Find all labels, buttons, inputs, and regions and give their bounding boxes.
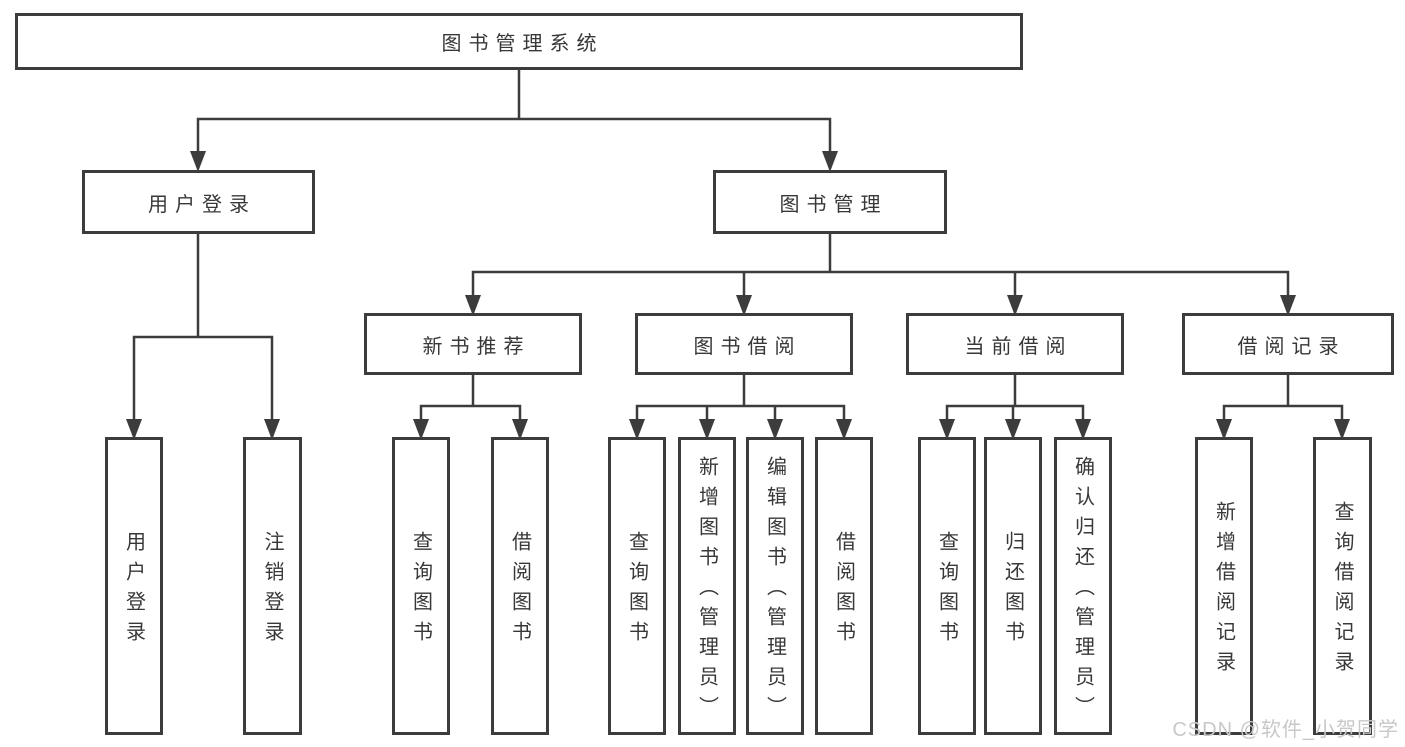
arrow-icon xyxy=(1075,419,1091,440)
leaf-borrowing-edit-books-admin: 编辑图书（管理员） xyxy=(746,437,804,735)
arrow-icon xyxy=(512,419,528,440)
node-borrowing-records: 借阅记录 xyxy=(1182,313,1394,375)
node-label: 查询图书 xyxy=(935,531,958,651)
leaf-records-query-record: 查询借阅记录 xyxy=(1313,437,1372,735)
arrow-icon xyxy=(413,419,429,440)
node-label: 编辑图书（管理员） xyxy=(763,456,786,726)
arrow-icon xyxy=(264,419,280,440)
arrow-icon xyxy=(1216,419,1232,440)
leaf-current-confirm-return-admin: 确认归还（管理员） xyxy=(1054,437,1112,735)
leaf-records-add-record: 新增借阅记录 xyxy=(1195,437,1253,735)
node-label: 借阅图书 xyxy=(832,531,855,651)
node-label: 用户登录 xyxy=(122,531,145,651)
node-label: 确认归还（管理员） xyxy=(1071,456,1094,726)
node-library-management-system: 图书管理系统 xyxy=(15,13,1023,70)
connector-root-to-level2 xyxy=(196,70,832,167)
connector-borrowing-records-to-leaves xyxy=(1222,375,1344,434)
leaf-recommend-query-books: 查询图书 xyxy=(392,437,450,735)
arrow-icon xyxy=(1334,419,1350,440)
arrow-icon xyxy=(736,295,752,316)
node-label: 新增图书（管理员） xyxy=(695,456,718,726)
node-current-borrowing: 当前借阅 xyxy=(906,313,1124,375)
arrow-icon xyxy=(190,151,206,172)
leaf-logout: 注销登录 xyxy=(243,437,302,735)
arrow-icon xyxy=(126,419,142,440)
arrow-icon xyxy=(939,419,955,440)
node-label: 注销登录 xyxy=(261,531,283,651)
node-label: 图书管理 xyxy=(779,193,888,216)
node-label: 新书推荐 xyxy=(422,335,531,358)
leaf-borrowing-borrow-books: 借阅图书 xyxy=(815,437,873,735)
arrow-icon xyxy=(767,419,783,440)
connector-user-login-to-leaves xyxy=(132,234,274,434)
leaf-borrowing-add-books-admin: 新增图书（管理员） xyxy=(678,437,736,735)
arrow-icon xyxy=(822,151,838,172)
node-label: 图书管理系统 xyxy=(441,33,604,55)
arrow-icon xyxy=(836,419,852,440)
node-label: 借阅图书 xyxy=(508,531,531,651)
node-label: 用户登录 xyxy=(148,193,256,216)
leaf-current-query-books: 查询图书 xyxy=(918,437,976,735)
leaf-borrowing-query-books: 查询图书 xyxy=(608,437,666,735)
node-label: 查询图书 xyxy=(409,531,432,651)
arrow-icon xyxy=(1280,295,1296,316)
node-label: 查询图书 xyxy=(625,531,648,651)
node-label: 新增借阅记录 xyxy=(1212,501,1235,681)
arrow-icon xyxy=(699,419,715,440)
node-book-management: 图书管理 xyxy=(713,170,947,234)
arrow-icon xyxy=(1005,419,1021,440)
node-label: 查询借阅记录 xyxy=(1331,501,1353,681)
node-new-book-recommendation: 新书推荐 xyxy=(364,313,582,375)
connector-book-borrowing-to-leaves xyxy=(635,375,846,434)
node-label: 借阅记录 xyxy=(1237,335,1346,358)
leaf-user-login: 用户登录 xyxy=(105,437,163,735)
leaf-recommend-borrow-books: 借阅图书 xyxy=(491,437,549,735)
node-label: 当前借阅 xyxy=(964,335,1073,358)
arrowheads xyxy=(126,151,1350,440)
connector-new-book-recommendation-to-leaves xyxy=(419,375,522,434)
leaf-current-return-books: 归还图书 xyxy=(984,437,1042,735)
node-label: 图书借阅 xyxy=(693,335,802,358)
node-label: 归还图书 xyxy=(1001,531,1024,651)
csdn-watermark: CSDN @软件_小贺同学 xyxy=(1172,719,1399,741)
connector-book-management-to-level3 xyxy=(471,234,1290,311)
arrow-icon xyxy=(465,295,481,316)
arrow-icon xyxy=(1007,295,1023,316)
node-book-borrowing: 图书借阅 xyxy=(635,313,853,375)
node-user-login: 用户登录 xyxy=(82,170,315,234)
arrow-icon xyxy=(629,419,645,440)
